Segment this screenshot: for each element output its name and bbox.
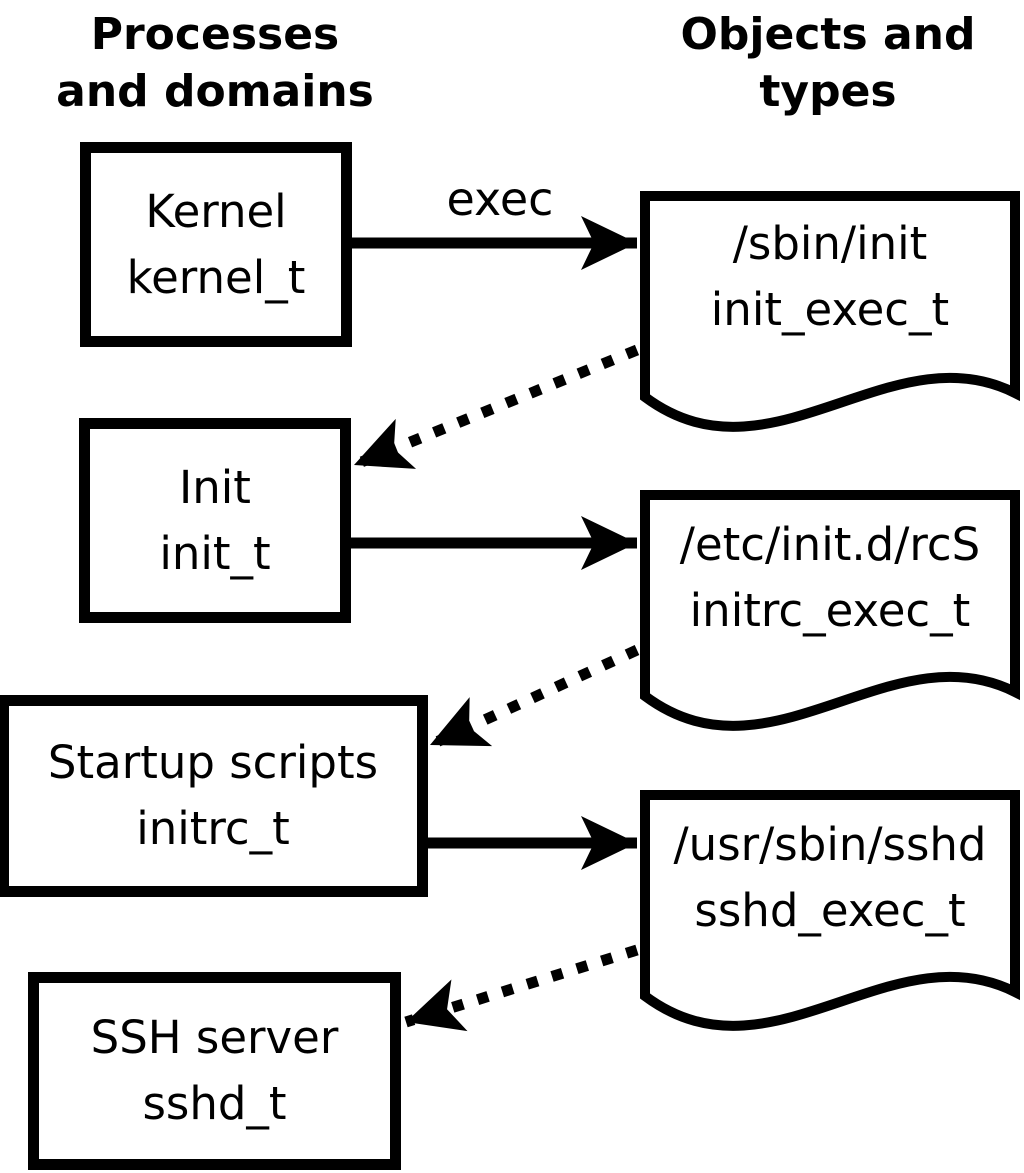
transition-arrow-sbin-init-to-init xyxy=(351,344,640,471)
process-domain: initrc_t xyxy=(136,802,290,855)
process-name: Startup scripts xyxy=(47,736,379,789)
document-shape-etc-init-d-rcs xyxy=(640,490,1020,731)
transition-arrow-rcs-to-startup xyxy=(427,645,640,750)
process-box-kernel: Kernel kernel_t xyxy=(80,142,352,347)
process-name: Init xyxy=(179,460,251,514)
object-label-usr-sbin-sshd: /usr/sbin/sshd sshd_exec_t xyxy=(645,792,1015,944)
process-box-startup-scripts: Startup scripts initrc_t xyxy=(0,695,428,897)
object-path: /etc/init.d/rcS xyxy=(679,518,981,571)
process-name: Kernel xyxy=(145,184,287,238)
process-domain: kernel_t xyxy=(126,250,306,304)
process-box-init: Init init_t xyxy=(79,418,351,623)
column-header-objects-line2: types xyxy=(759,66,897,117)
object-path: /sbin/init xyxy=(732,217,928,270)
process-name: SSH server xyxy=(90,1011,339,1064)
object-type: sshd_exec_t xyxy=(694,884,966,937)
document-shape-sbin-init xyxy=(640,191,1020,432)
column-header-objects: Objects and types xyxy=(628,6,1024,120)
column-header-objects-line1: Objects and xyxy=(680,9,976,60)
transition-arrow-sshd-bin-to-sshd xyxy=(404,944,639,1032)
column-header-processes: Processes and domains xyxy=(0,6,430,120)
process-box-ssh-server: SSH server sshd_t xyxy=(28,972,401,1170)
document-shape-usr-sbin-sshd xyxy=(640,790,1020,1031)
object-path: /usr/sbin/sshd xyxy=(673,818,987,871)
object-label-sbin-init: /sbin/init init_exec_t xyxy=(645,191,1015,343)
column-header-processes-line2: and domains xyxy=(56,66,374,117)
process-domain: init_t xyxy=(159,526,271,580)
object-label-etc-init-d-rcs: /etc/init.d/rcS initrc_exec_t xyxy=(645,492,1015,644)
process-domain: sshd_t xyxy=(142,1077,287,1130)
column-header-processes-line1: Processes xyxy=(90,9,340,60)
object-type: init_exec_t xyxy=(710,283,950,336)
exec-arrow-label: exec xyxy=(446,172,554,226)
object-type: initrc_exec_t xyxy=(689,584,971,637)
